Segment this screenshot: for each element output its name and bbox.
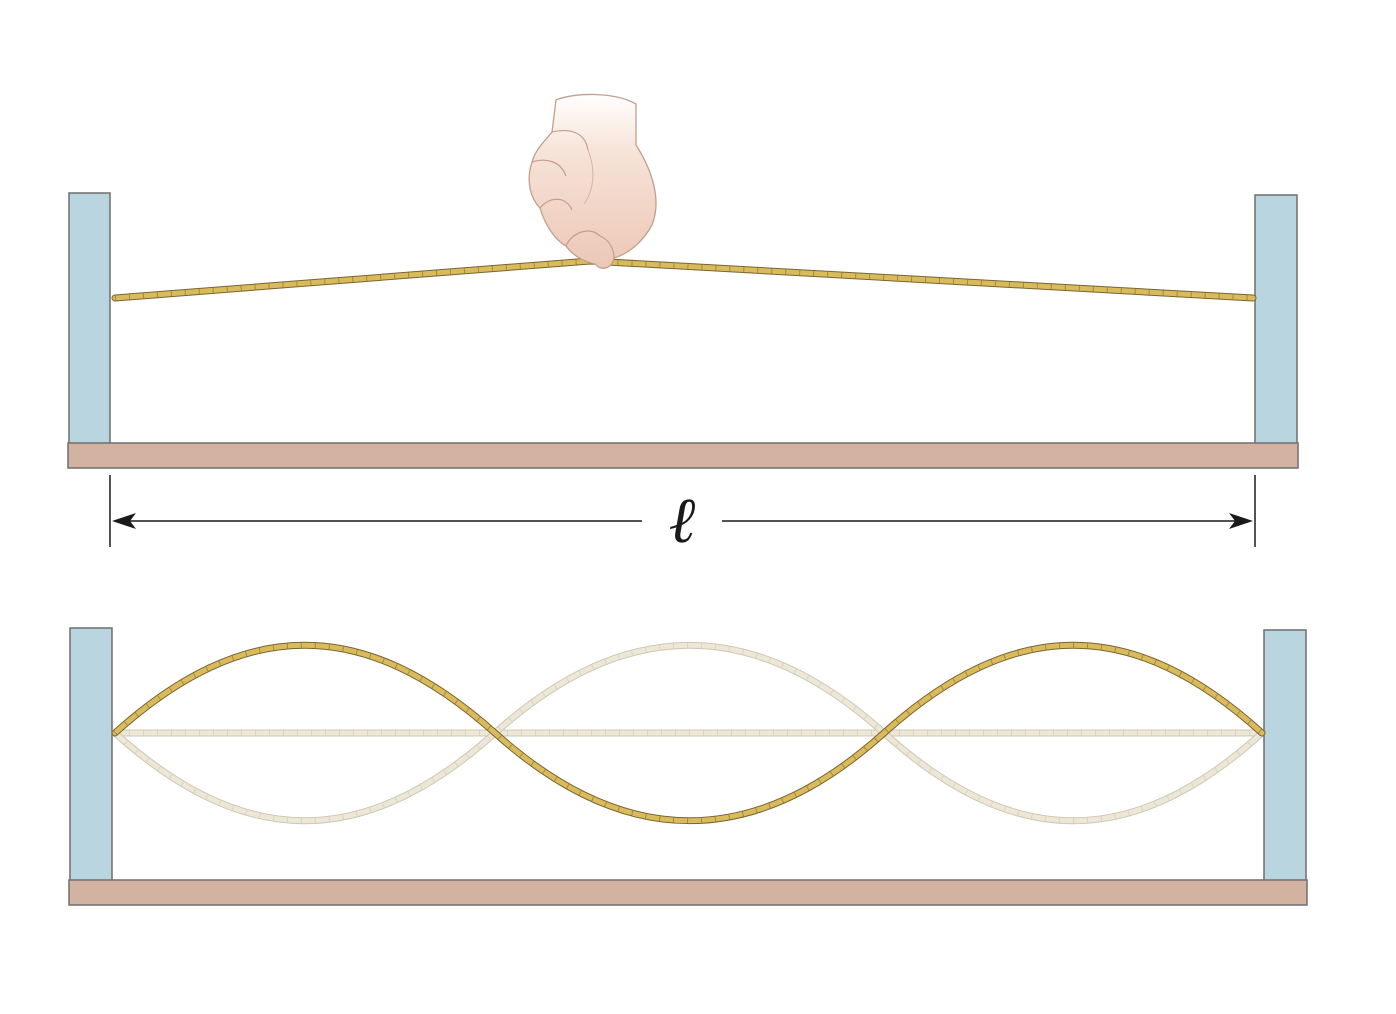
right-post-top bbox=[1254, 194, 1298, 446]
plucked-string bbox=[111, 257, 1257, 302]
right-post-bottom bbox=[1263, 629, 1307, 883]
length-dimension: ℓ bbox=[109, 475, 1256, 558]
base-board-top bbox=[67, 442, 1299, 469]
standing-wave-string bbox=[111, 641, 1266, 825]
length-label: ℓ bbox=[669, 484, 696, 558]
plucked-string-panel bbox=[67, 93, 1299, 469]
left-arrowhead bbox=[112, 513, 136, 529]
faded-wave-position bbox=[111, 641, 1266, 825]
left-post-bottom bbox=[69, 627, 113, 883]
hand-icon bbox=[528, 93, 657, 269]
left-post-top bbox=[68, 192, 111, 446]
base-board-bottom bbox=[68, 879, 1308, 906]
right-arrowhead bbox=[1229, 513, 1253, 529]
standing-wave-panel bbox=[68, 627, 1308, 906]
